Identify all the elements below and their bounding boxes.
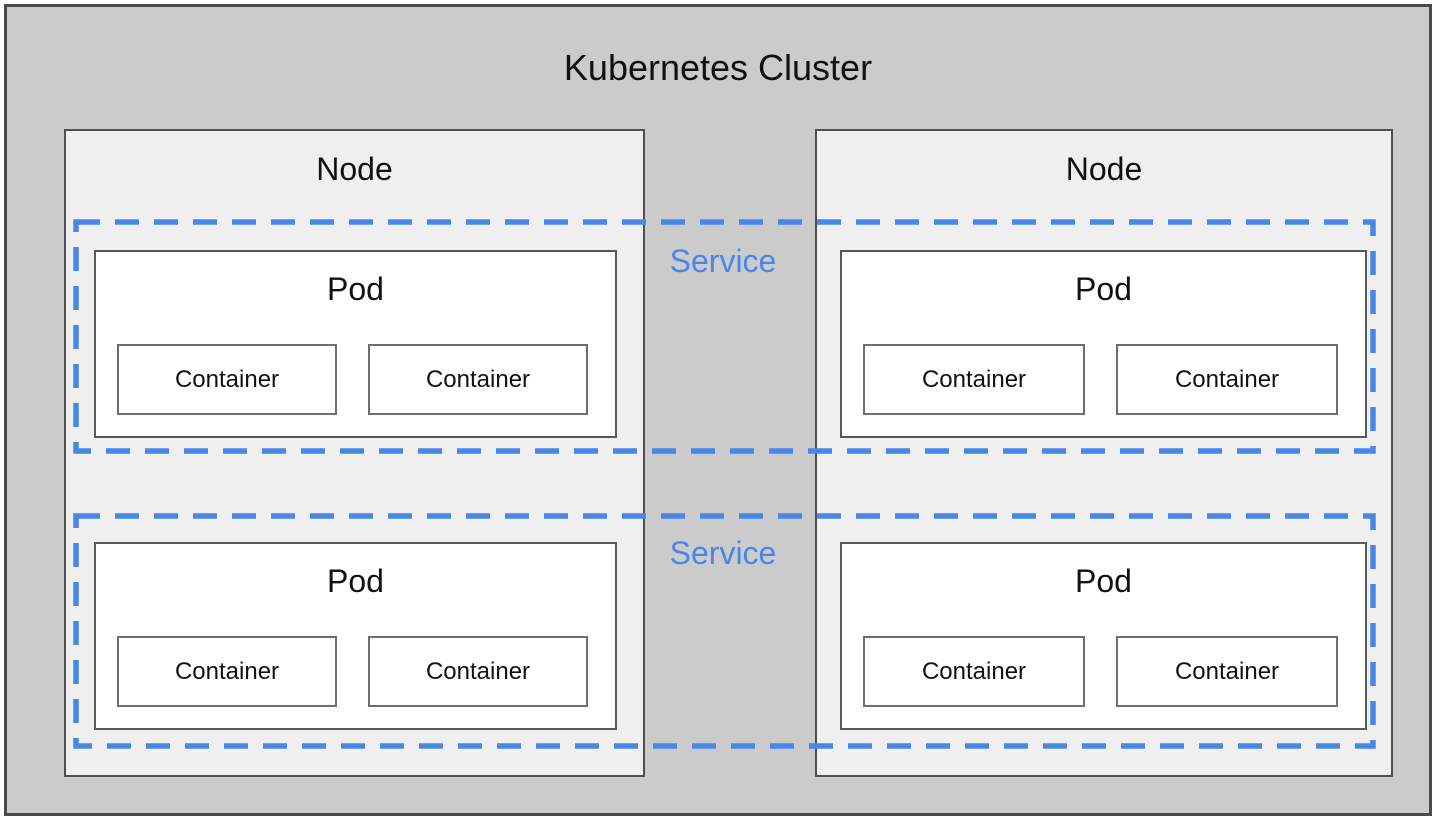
pod-box: Pod Container Container [94,542,617,730]
node-label: Node [316,151,393,187]
pod-box: Pod Container Container [94,250,617,438]
pod-box: Pod Container Container [840,250,1367,438]
container-box: Container [368,636,588,707]
container-label: Container [174,365,280,393]
pod-label: Pod [327,563,384,599]
container-label: Container [1174,657,1280,685]
container-label: Container [921,365,1027,393]
cluster-box: Kubernetes Cluster Node Pod Container Co… [4,4,1432,816]
container-label: Container [425,365,531,393]
container-row: Container Container [117,344,588,415]
container-box: Container [863,636,1085,707]
container-label: Container [425,657,531,685]
container-box: Container [368,344,588,415]
container-box: Container [863,344,1085,415]
container-box: Container [1116,636,1338,707]
node-label: Node [1065,151,1143,187]
pod-box: Pod Container Container [840,542,1367,730]
container-box: Container [1116,344,1338,415]
node-box-right: Node Pod Container Container Pod Contain… [815,129,1393,777]
container-label: Container [174,657,280,685]
pod-label: Pod [1075,271,1132,307]
cluster-title: Kubernetes Cluster [563,47,873,88]
container-row: Container Container [863,636,1338,707]
container-label: Container [921,657,1027,685]
container-box: Container [117,344,337,415]
pod-label: Pod [327,271,384,307]
container-box: Container [117,636,337,707]
node-box-left: Node Pod Container Container Pod Contain… [64,129,645,777]
container-row: Container Container [863,344,1338,415]
service-label: Service [669,535,777,571]
pod-label: Pod [1075,563,1132,599]
container-label: Container [1174,365,1280,393]
service-label: Service [669,243,777,279]
container-row: Container Container [117,636,588,707]
